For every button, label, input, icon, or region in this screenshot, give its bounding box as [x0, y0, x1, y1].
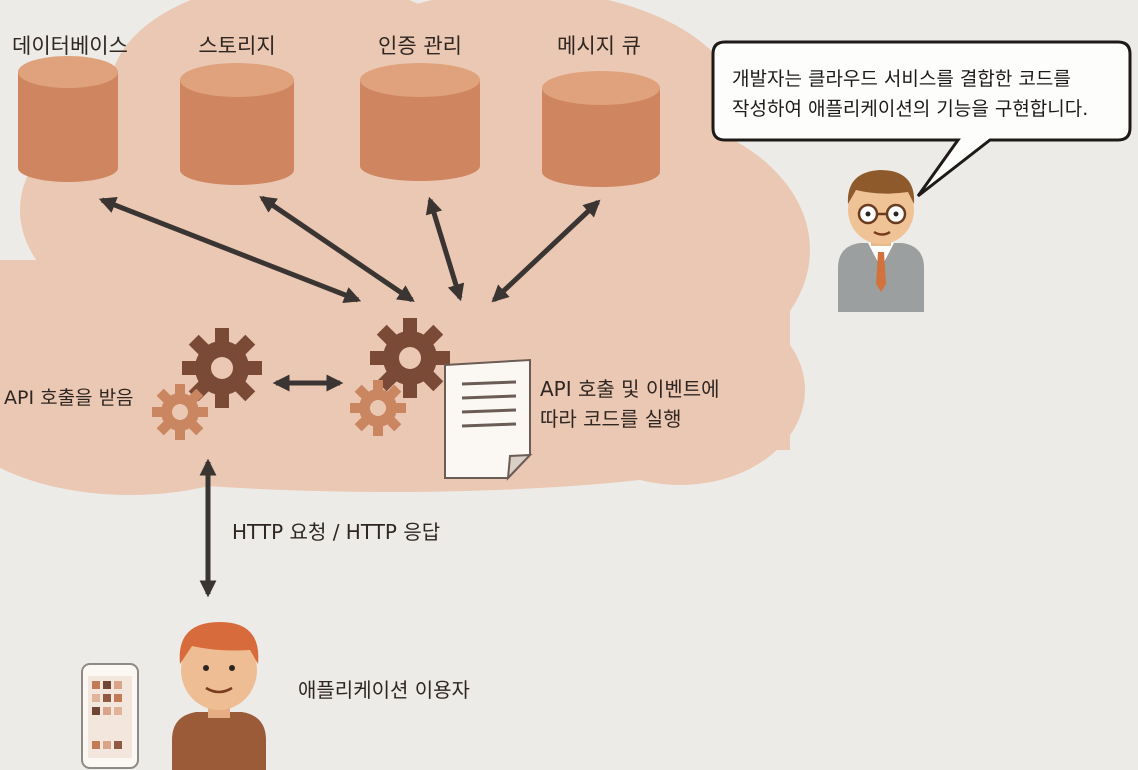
auth-cylinder — [360, 63, 480, 181]
arrow-storage — [259, 195, 415, 303]
message-queue-label: 메시지 큐 — [557, 34, 641, 58]
storage-label: 스토리지 — [198, 34, 276, 58]
code-exec-label-line-2: 따라 코드를 실행 — [540, 407, 682, 431]
auth-management-label: 인증 관리 — [378, 34, 462, 58]
api-receive-label: API 호출을 받음 — [4, 387, 134, 409]
database-cylinder — [18, 56, 118, 182]
speech-bubble-text: 개발자는 클라우드 서비스를 결합한 코드를 작성하여 애플리케이션의 기능을 … — [732, 64, 1122, 124]
message-queue-cylinder — [542, 71, 660, 187]
speech-bubble — [711, 40, 1132, 198]
storage-cylinder — [180, 63, 294, 185]
http-label: HTTP 요청 / HTTP 응답 — [232, 520, 441, 544]
app-user-label: 애플리케이션 이용자 — [298, 678, 470, 702]
smartphone-icon — [81, 663, 139, 769]
app-user-avatar — [172, 622, 266, 770]
code-exec-label: API 호출 및 이벤트에 따라 코드를 실행 — [540, 374, 720, 434]
speech-bubble-line-1: 개발자는 클라우드 서비스를 결합한 코드를 — [732, 68, 1071, 90]
database-label: 데이터베이스 — [12, 34, 128, 58]
code-exec-label-line-1: API 호출 및 이벤트에 — [540, 377, 720, 401]
speech-bubble-line-2: 작성하여 애플리케이션의 기능을 구현합니다. — [732, 98, 1089, 120]
code-document-icon — [444, 358, 533, 481]
arrow-auth — [425, 196, 465, 302]
arrow-message-queue — [491, 199, 601, 303]
developer-avatar — [838, 170, 924, 312]
